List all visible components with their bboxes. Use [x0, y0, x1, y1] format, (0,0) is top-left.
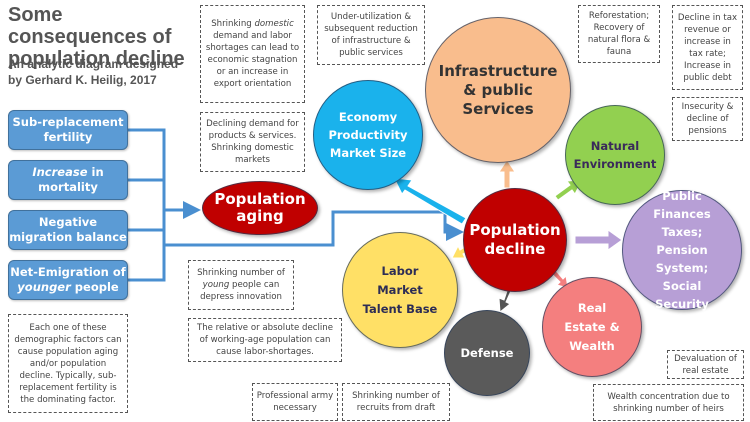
node-defense: Defense [444, 310, 530, 396]
factor-connector-lines [128, 128, 464, 282]
node-public-finances: Public Finances Taxes; Pension System; S… [622, 189, 742, 311]
note-working-age: The relative or absolute decline of work… [188, 318, 342, 362]
node-economy: Economy Productivity Market Size [313, 80, 423, 190]
page-title: Some consequences of population decline [8, 4, 185, 70]
factor-label-start: Net-Emigration of [10, 265, 126, 279]
factor-sub-replacement-fertility: Sub-replacement fertility [8, 110, 128, 150]
arrow-to-finances [574, 229, 623, 251]
node-natural-environment: Natural Environment [565, 105, 665, 205]
note-wealth-concentration: Wealth concentration due to shrinking nu… [593, 384, 744, 421]
factor-net-emigration: Net-Emigration of younger people [8, 260, 128, 300]
factor-label: Net-Emigration of younger people [9, 265, 127, 295]
factor-label: Increase in mortality [9, 165, 127, 195]
node-population-decline: Population decline [463, 188, 567, 292]
note-text: Shrinking domestic demand and labor shor… [204, 18, 301, 90]
factor-label: Sub-replacement fertility [12, 115, 124, 144]
note-recruits: Shrinking number of recruits from draft [342, 383, 450, 421]
factor-label: Negative migration balance [9, 215, 127, 244]
factor-label-emphasis: younger [17, 280, 71, 294]
node-real-estate: Real Estate & Wealth [542, 277, 642, 377]
factor-label-rest: people [70, 280, 119, 294]
factor-increase-mortality: Increase in mortality [8, 160, 128, 200]
arrow-to-infrastructure [498, 159, 516, 189]
note-domestic-demand: Shrinking domestic demand and labor shor… [200, 5, 305, 103]
factor-label-emphasis: Increase [32, 165, 88, 179]
note-infrastructure: Under-utilization & subsequent reduction… [317, 5, 425, 65]
note-text-start: Shrinking number of [197, 268, 285, 278]
factor-negative-migration: Negative migration balance [8, 210, 128, 250]
factors-note: Each one of these demographic factors ca… [8, 314, 128, 413]
note-text-rest: people can depress innovation [200, 280, 282, 302]
note-pensions: Insecurity & decline of pensions [672, 97, 743, 141]
note-text: Shrinking number of young people can dep… [192, 267, 290, 303]
note-text-rest: demand and labor shortages can lead to e… [205, 31, 300, 89]
note-devaluation: Devaluation of real estate [667, 350, 744, 379]
note-text-emphasis: domestic [254, 19, 294, 29]
note-young-people: Shrinking number of young people can dep… [188, 260, 294, 310]
subtitle: An analytic diagram designed by Gerhard … [8, 57, 179, 87]
note-professional-army: Professional army necessary [252, 383, 338, 421]
node-labor-market: Labor Market Talent Base [342, 232, 458, 348]
node-population-aging: Population aging [202, 181, 318, 235]
note-tax: Decline in tax revenue or increase in ta… [672, 5, 743, 90]
note-text-emphasis: young [202, 280, 230, 290]
factor-label-rest: in mortality [38, 165, 104, 194]
note-declining-demand: Declining demand for products & services… [200, 112, 305, 172]
arrow-to-economy [393, 177, 467, 225]
note-reforestation: Reforestation; Recovery of natural flora… [578, 5, 660, 63]
note-text-start: Shrinking [211, 19, 255, 29]
node-infrastructure: Infrastructure & public Services [425, 17, 571, 163]
